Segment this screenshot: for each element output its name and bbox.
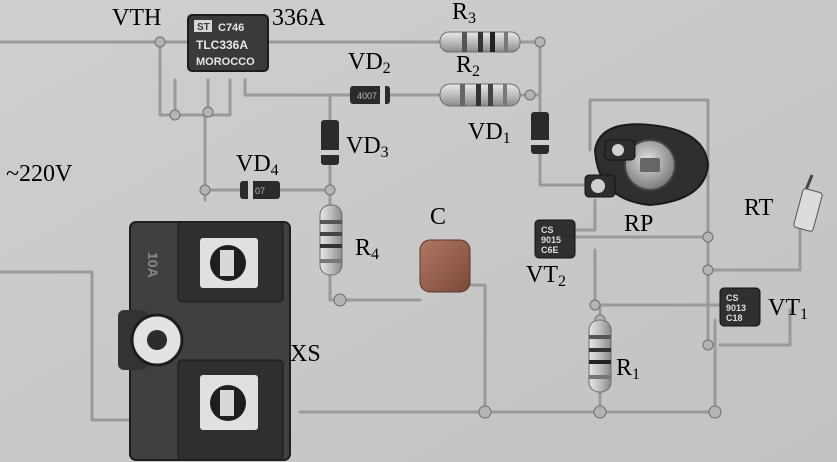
label-c: C bbox=[430, 204, 447, 230]
thermistor-rt bbox=[793, 174, 823, 232]
ic-tlc336a: ST C746 TLC336A MOROCCO bbox=[187, 14, 269, 72]
solder-joints bbox=[154, 36, 722, 419]
label-ic: 336A bbox=[272, 5, 326, 31]
vt2-mark-2: C6E bbox=[541, 245, 559, 255]
socket-mark: 10A bbox=[145, 252, 161, 278]
chip-line1: C746 bbox=[218, 22, 244, 34]
chip-line3: MOROCCO bbox=[196, 56, 255, 68]
label-vd3: VD3 bbox=[346, 133, 389, 161]
diode-vd4: 07 bbox=[240, 181, 280, 199]
label-r1: R1 bbox=[616, 355, 641, 383]
transistor-vt1: CS 9013 C18 bbox=[719, 287, 761, 327]
label-vd4: VD4 bbox=[236, 151, 279, 179]
label-mains: ~220V bbox=[6, 161, 73, 187]
vt1-mark-2: C18 bbox=[726, 313, 743, 323]
vt1-mark-0: CS bbox=[726, 293, 739, 303]
label-r2: R2 bbox=[456, 52, 481, 80]
svg-text:07: 07 bbox=[255, 186, 265, 196]
chip-line2: TLC336A bbox=[196, 38, 248, 52]
diode-vd3 bbox=[321, 120, 339, 165]
label-xs: XS bbox=[290, 341, 321, 367]
label-vth: VTH bbox=[112, 5, 162, 31]
diode-vd1 bbox=[531, 112, 549, 154]
resistor-r3 bbox=[439, 31, 521, 53]
socket-xs: 10A bbox=[118, 221, 291, 461]
vt2-mark-0: CS bbox=[541, 225, 554, 235]
label-rt: RT bbox=[744, 195, 774, 221]
resistor-r4 bbox=[319, 204, 343, 276]
resistor-r2 bbox=[439, 83, 521, 107]
label-rp: RP bbox=[624, 211, 654, 237]
st-logo: ST bbox=[197, 22, 210, 33]
potentiometer-rp bbox=[584, 123, 710, 207]
label-vt1: VT1 bbox=[768, 295, 808, 323]
transistor-vt2: CS 9015 C6E bbox=[534, 219, 576, 259]
resistor-r1 bbox=[588, 319, 612, 393]
svg-text:4007: 4007 bbox=[357, 91, 377, 101]
label-r4: R4 bbox=[355, 235, 380, 263]
vt2-mark-1: 9015 bbox=[541, 235, 561, 245]
vt1-mark-1: 9013 bbox=[726, 303, 746, 313]
capacitor-c bbox=[419, 239, 471, 293]
label-vd2: VD2 bbox=[348, 49, 391, 77]
label-vd1: VD1 bbox=[468, 119, 511, 147]
label-r3: R3 bbox=[452, 0, 477, 27]
label-vt2: VT2 bbox=[526, 262, 566, 290]
diode-vd2: 4007 bbox=[350, 86, 390, 104]
